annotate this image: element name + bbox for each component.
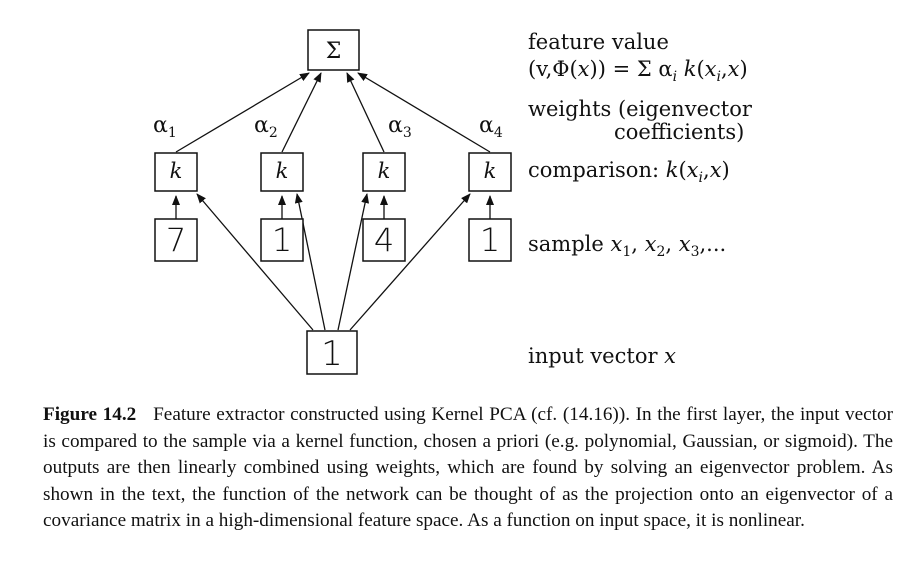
formula-part: )) = Σ	[589, 57, 659, 81]
figure-caption: Figure 14.2 Feature extractor constructe…	[43, 402, 893, 535]
arrow-input-to-k1	[196, 193, 314, 331]
formula-part: ,	[720, 57, 728, 81]
label-text: sample	[528, 232, 611, 256]
alpha-symbol: α	[254, 113, 269, 138]
label-text: input vector	[528, 344, 665, 368]
input-vector-label: input vector x	[528, 344, 676, 368]
kernel-node-4: k	[468, 152, 512, 192]
sample-digit: 1	[272, 221, 292, 259]
label-text: comparison:	[528, 158, 666, 182]
formula-part: ,	[631, 232, 645, 256]
arrow-k4-to-sum	[357, 72, 491, 153]
formula-var: k	[665, 158, 679, 182]
arrow-input-to-k3	[337, 193, 370, 331]
alpha-symbol: α	[658, 57, 673, 81]
sample-digit: 4	[374, 221, 394, 259]
formula-part: )	[721, 158, 730, 182]
formula-var: x	[704, 57, 717, 81]
formula-var: x	[727, 57, 740, 81]
kernel-node-2: k	[260, 152, 304, 192]
formula-var: k	[677, 57, 697, 81]
kernel-symbol: k	[170, 159, 183, 183]
alpha-symbol: α	[153, 113, 168, 138]
formula-sub: i	[698, 170, 703, 186]
weight-label-2: α2	[254, 113, 278, 141]
sum-symbol: Σ	[326, 39, 342, 64]
formula-var: x	[644, 232, 657, 256]
formula-sub: 3	[690, 244, 700, 260]
formula-part: ,	[703, 158, 710, 182]
formula-var: x	[686, 158, 699, 182]
formula-part: (v,	[528, 57, 553, 81]
formula-part: (	[569, 57, 578, 81]
formula-part: ,...	[699, 232, 727, 256]
kernel-symbol: k	[484, 159, 497, 183]
sample-label: sample x1, x2, x3,...	[528, 232, 726, 264]
weights-label-line1: weights (eigenvector	[528, 97, 752, 121]
formula-sub: i	[672, 69, 678, 85]
formula-part: )	[739, 57, 748, 81]
feature-value-label: feature value	[528, 30, 669, 54]
arrow-k3-to-sum	[346, 72, 385, 153]
input-node: 1	[306, 330, 358, 375]
formula-part: (	[678, 158, 687, 182]
formula-var: x	[678, 232, 691, 256]
alpha-index: 2	[268, 125, 278, 141]
comparison-label: comparison: k(xi,x)	[528, 158, 730, 190]
sample-digit: 7	[166, 221, 186, 259]
formula-var: x	[610, 232, 623, 256]
caption-text: Feature extractor constructed using Kern…	[43, 404, 893, 531]
sample-node-1: 7	[154, 218, 198, 262]
sample-digit: 1	[480, 221, 500, 259]
weights-label-line2: coefficients)	[614, 120, 745, 144]
weight-label-1: α1	[153, 113, 177, 141]
formula-var: x	[577, 57, 590, 81]
caption-label: Figure 14.2	[43, 404, 137, 425]
formula-sub: i	[716, 69, 721, 85]
kernel-symbol: k	[276, 159, 289, 183]
kernel-node-1: k	[154, 152, 198, 192]
phi-symbol: Φ	[552, 57, 570, 81]
feature-value-formula: (v,Φ(x)) = Σ αi k(xi,x)	[528, 57, 748, 89]
alpha-index: 3	[402, 125, 412, 141]
weight-label-4: α4	[479, 113, 503, 141]
kernel-symbol: k	[378, 159, 391, 183]
kernel-node-3: k	[362, 152, 406, 192]
formula-part: ,	[665, 232, 679, 256]
sample-node-4: 1	[468, 218, 512, 262]
input-digit: 1	[321, 334, 343, 374]
formula-var: x	[709, 158, 722, 182]
arrow-k2-to-sum	[281, 72, 322, 153]
kernel-pca-diagram: Σ k k k k 7 1 4	[153, 29, 752, 375]
sum-node: Σ	[307, 29, 360, 71]
weight-label-3: α3	[388, 113, 412, 141]
arrow-k1-to-sum	[175, 72, 310, 153]
formula-sub: 2	[656, 244, 666, 260]
diagram-canvas: Σ k k k k 7 1 4	[154, 29, 512, 375]
sample-node-3: 4	[362, 218, 406, 262]
formula-part: (	[696, 57, 705, 81]
arrow-input-to-k4	[349, 193, 471, 331]
alpha-symbol: α	[479, 113, 494, 138]
alpha-index: 1	[167, 125, 177, 141]
alpha-index: 4	[493, 125, 503, 141]
formula-var: x	[664, 344, 677, 368]
sample-node-2: 1	[260, 218, 304, 262]
formula-sub: 1	[622, 244, 632, 260]
arrow-input-to-k2	[294, 193, 326, 331]
alpha-symbol: α	[388, 113, 403, 138]
